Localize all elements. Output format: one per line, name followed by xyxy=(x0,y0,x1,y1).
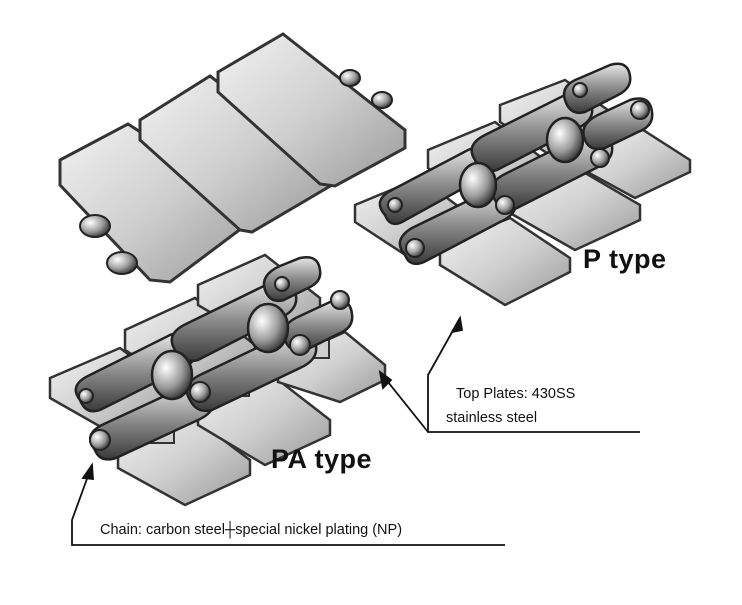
attachment-tab xyxy=(371,91,393,109)
attachment-tab xyxy=(339,69,361,87)
top-plate xyxy=(216,32,407,188)
pa-type-chain xyxy=(48,253,387,507)
p-type-label: P type xyxy=(583,244,667,274)
p-type-chain xyxy=(353,62,692,307)
chain-callout xyxy=(71,462,505,546)
pa-type-label: PA type xyxy=(271,444,373,474)
chain-material-label: Chain: carbon steel┼special nickel plati… xyxy=(100,522,403,538)
top-plates-group xyxy=(58,32,407,284)
attachment-tab xyxy=(106,251,138,275)
top-plates-material-sublabel: stainless steel xyxy=(446,410,538,426)
attachment-tab xyxy=(79,214,111,238)
top-plates-material-label: Top Plates: 430SS xyxy=(456,386,576,402)
top-plate-callout xyxy=(378,315,640,433)
